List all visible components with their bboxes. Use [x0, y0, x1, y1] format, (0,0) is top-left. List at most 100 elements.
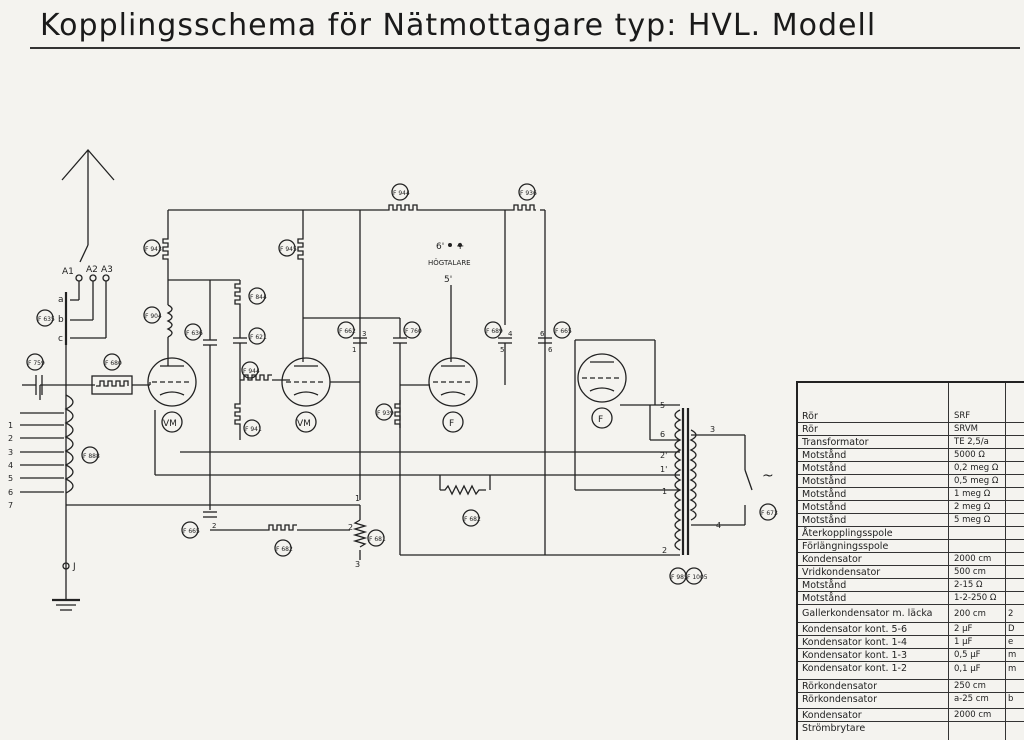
svg-text:F 689: F 689 — [486, 328, 503, 335]
ref-673: F 673 — [759, 503, 778, 521]
mains-symbol: ~ — [762, 468, 774, 484]
parts-row: Återkopplingsspole — [798, 527, 1024, 540]
svg-text:F 665: F 665 — [183, 528, 200, 535]
coil-tap-4: 4 — [8, 461, 13, 470]
parts-column-divider — [948, 383, 949, 740]
ground-jack-label: J — [72, 562, 76, 572]
parts-column-divider — [1005, 383, 1006, 740]
svg-text:F 944: F 944 — [393, 190, 410, 197]
speaker-plus: + — [456, 241, 464, 252]
cap-pin-6: 6 — [540, 330, 545, 338]
cap-pin-5: 6 — [548, 346, 553, 354]
ref-1005: F 1005 — [685, 567, 708, 585]
parts-row: Strömbrytare — [802, 723, 866, 734]
pot-pin-3: 3 — [355, 560, 360, 569]
tube-4-label: F — [598, 415, 603, 425]
power-transformer: 5 6 2' 1' 1 2 3 4 — [660, 401, 721, 555]
tube-1: VM — [147, 357, 197, 433]
ref-682a: F 682 — [274, 539, 293, 557]
ref-904: F 904 — [143, 306, 162, 324]
ref-680: F 680 — [103, 353, 122, 371]
svg-text:F 1005: F 1005 — [687, 574, 708, 581]
svg-text:F 635: F 635 — [38, 316, 55, 323]
ref-844: F 844 — [248, 287, 267, 305]
ref-945: F 945 — [278, 239, 297, 257]
ref-662: F 662 — [337, 321, 356, 339]
antenna-label-a1: A1 — [62, 267, 74, 277]
ref-760: F 760 — [403, 321, 422, 339]
svg-text:F 759: F 759 — [28, 360, 45, 367]
svg-text:F 945: F 945 — [280, 246, 297, 253]
svg-text:F 936: F 936 — [520, 190, 537, 197]
antenna-taps: A1 A2 A3 — [62, 265, 113, 339]
tube-4: F — [577, 353, 627, 429]
component-labels: F 759 F 635 F 680 F 888 F 904 F 636 F 94… — [26, 183, 778, 585]
svg-text:F 844: F 844 — [250, 294, 267, 301]
antenna-label-a3: A3 — [101, 265, 113, 275]
cap-pin-3: 3 — [362, 330, 366, 338]
trafo-pin-3: 3 — [710, 425, 715, 434]
ref-665a: F 665 — [553, 321, 572, 339]
svg-text:F 665: F 665 — [555, 328, 572, 335]
ref-682b: F 682 — [462, 509, 481, 527]
coil-tap-1: 1 — [8, 421, 13, 430]
cap-pin-4: 4 — [508, 330, 513, 338]
ref-985: F 985 — [669, 567, 688, 585]
coil-tap-3: 3 — [8, 448, 13, 457]
svg-text:F 939: F 939 — [377, 410, 394, 417]
ref-621: F 621 — [248, 327, 267, 345]
antenna-coil: 1 2 3 4 5 6 7 — [8, 394, 74, 510]
tube-3: F — [428, 357, 478, 433]
speaker-pin-5: 5' — [444, 275, 452, 285]
tube-2: VM — [281, 357, 331, 433]
coil-tap-2: 2 — [8, 434, 13, 443]
svg-text:F 941: F 941 — [245, 426, 262, 433]
svg-text:F 662: F 662 — [339, 328, 356, 335]
ref-944b: F 944 — [391, 183, 410, 201]
speaker-label: HÖGTALARE — [428, 258, 471, 267]
svg-text:F 944: F 944 — [243, 368, 260, 375]
trafo-pin-6: 6 — [660, 430, 665, 439]
antenna-label-a2: A2 — [86, 265, 98, 275]
svg-text:F 621: F 621 — [250, 334, 267, 341]
antenna-selector-switch: a b c — [58, 292, 68, 345]
trafo-pin-2p: 2' — [660, 451, 667, 460]
tube-3-label: F — [449, 419, 454, 429]
ref-936: F 936 — [518, 183, 537, 201]
ref-888: F 888 — [81, 446, 100, 464]
svg-text:F 673: F 673 — [761, 510, 778, 517]
ref-943: F 943 — [143, 239, 162, 257]
svg-text:F 681: F 681 — [369, 536, 386, 543]
speaker-terminals: 6' + HÖGTALARE 5' — [428, 241, 471, 362]
ref-689: F 689 — [484, 321, 503, 339]
coil-tap-6: 6 — [8, 488, 13, 497]
ref-636: F 636 — [184, 323, 203, 341]
svg-text:F 680: F 680 — [105, 360, 122, 367]
cap-pin-1b: 5 — [500, 346, 504, 354]
svg-text:F 985: F 985 — [671, 574, 688, 581]
switch-label-b: b — [58, 315, 64, 325]
ref-635: F 635 — [36, 309, 55, 327]
ref-944a: F 944 — [241, 361, 260, 379]
title-underline — [30, 47, 1020, 49]
ref-939: F 939 — [375, 403, 394, 421]
svg-text:F 888: F 888 — [83, 453, 100, 460]
svg-text:F 760: F 760 — [405, 328, 422, 335]
parts-row: Förlängningsspole — [798, 540, 1024, 553]
